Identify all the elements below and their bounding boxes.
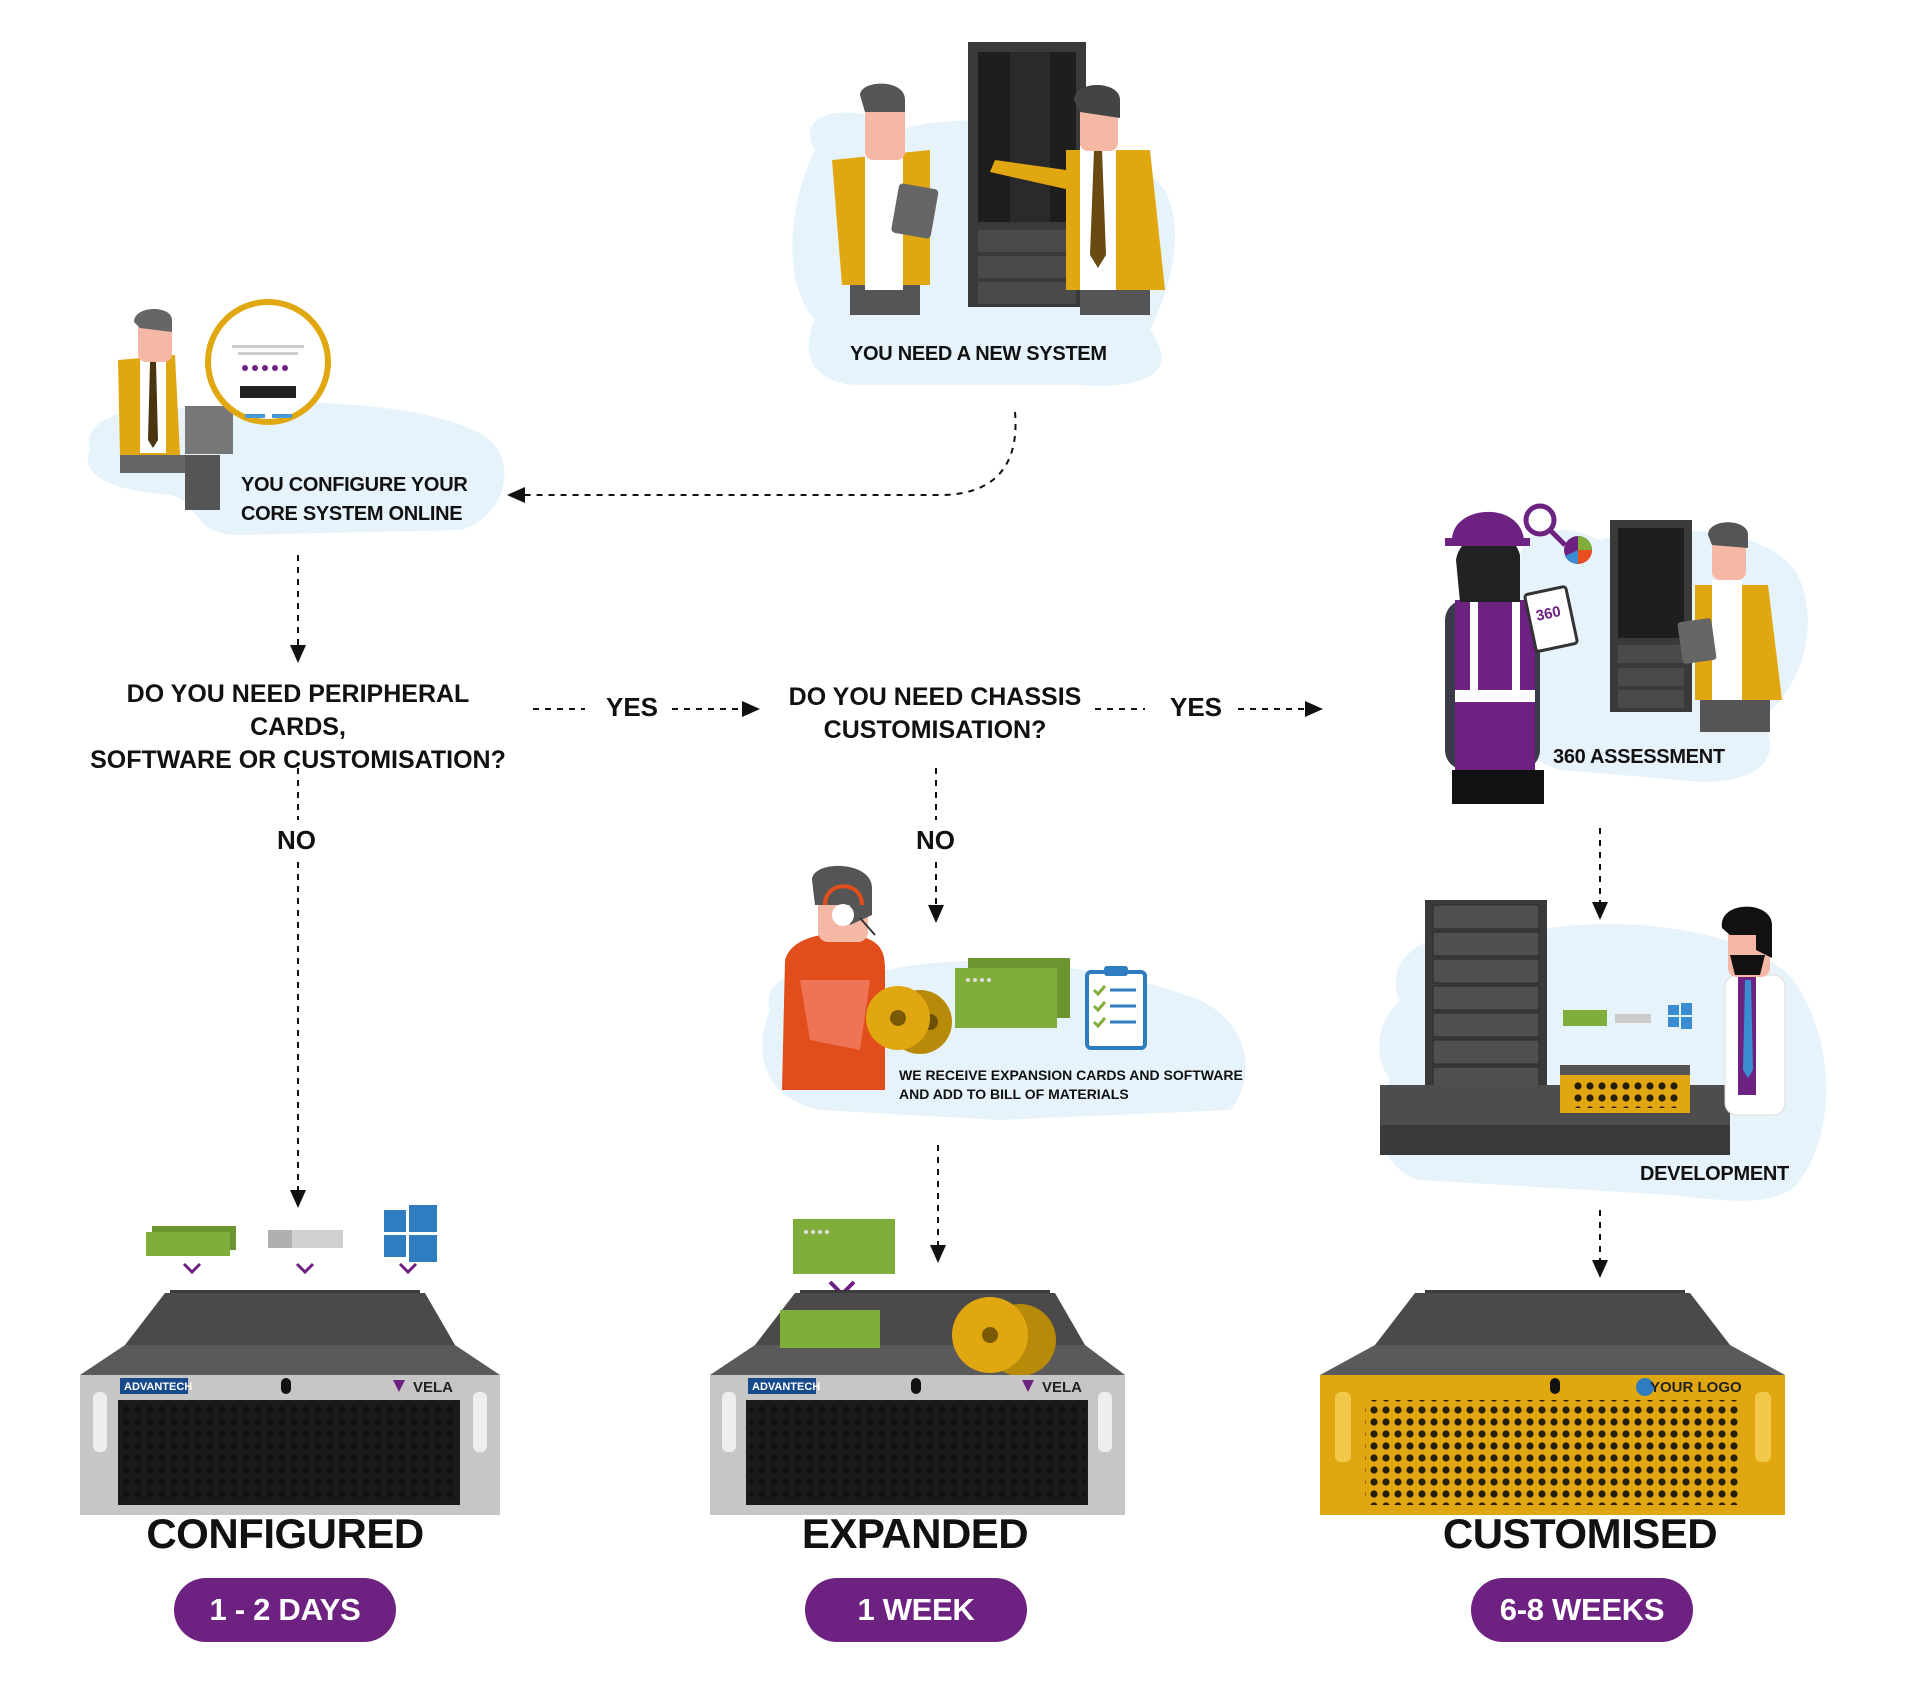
step-assessment: 360 ASSESSMENT: [1553, 746, 1725, 768]
step-receive-line1: WE RECEIVE EXPANSION CARDS AND SOFTWARE: [899, 1067, 1243, 1083]
outcome-expanded-time: 1 WEEK: [805, 1578, 1027, 1642]
question-chassis-line1: DO YOU NEED CHASSIS: [788, 683, 1082, 711]
outcome-customised-title: CUSTOMISED: [1442, 1510, 1718, 1557]
step-configure-line2: CORE SYSTEM ONLINE: [241, 503, 463, 525]
configured-chassis: ADVANTECH VELA: [80, 1290, 500, 1515]
product-logo: VELA: [1042, 1379, 1082, 1396]
custom-logo: YOUR LOGO: [1650, 1379, 1742, 1396]
step-configure-line1: YOU CONFIGURE YOUR: [241, 474, 468, 496]
chevron-down-icon: [182, 1262, 418, 1275]
vendor-logo: ADVANTECH: [124, 1381, 192, 1393]
customised-chassis: YOUR LOGO: [1320, 1290, 1785, 1515]
vendor-logo: ADVANTECH: [752, 1381, 820, 1393]
product-logo: VELA: [413, 1379, 453, 1396]
outcome-configured-title: CONFIGURED: [146, 1510, 424, 1557]
people-with-server-rack-illustration: [832, 42, 1165, 315]
windows-icon: [384, 1205, 437, 1262]
developer-illustration: [1380, 900, 1786, 1155]
answer-yes-2: YES: [1170, 692, 1223, 722]
step-development: DEVELOPMENT: [1640, 1163, 1789, 1185]
expanded-components: [793, 1219, 895, 1297]
question-chassis-line2: CUSTOMISATION?: [823, 716, 1047, 744]
outcome-expanded-title: EXPANDED: [801, 1510, 1029, 1557]
flow-connectors: [290, 411, 1608, 1278]
engineer-assessment-illustration: 360: [1445, 503, 1782, 804]
expansion-card-icon: [146, 1226, 236, 1256]
support-agent-illustration: [782, 865, 1147, 1090]
question-peripherals-line2: SOFTWARE OR CUSTOMISATION?: [90, 746, 506, 774]
cloud-backgrounds: [87, 112, 1827, 1201]
step-new-system: YOU NEED A NEW SYSTEM: [850, 343, 1107, 365]
configured-components: [146, 1205, 437, 1275]
question-peripherals-line1: DO YOU NEED PERIPHERAL CARDS,: [126, 680, 470, 741]
outcome-configured-time: 1 - 2 DAYS: [174, 1578, 396, 1642]
expanded-chassis: ADVANTECH VELA: [710, 1290, 1125, 1515]
clipboard-icon: [1085, 966, 1147, 1050]
step-receive-line2: AND ADD TO BILL OF MATERIALS: [899, 1086, 1129, 1102]
outcome-customised-time: 6-8 WEEKS: [1471, 1578, 1693, 1642]
question-peripherals: DO YOU NEED PERIPHERAL CARDS, SOFTWARE O…: [88, 678, 508, 777]
step-configure: YOU CONFIGURE YOUR CORE SYSTEM ONLINE: [241, 471, 468, 529]
user-at-laptop-illustration: [118, 299, 331, 510]
badge-360: 360: [1534, 603, 1562, 625]
answer-yes-1: YES: [606, 692, 659, 722]
question-chassis: DO YOU NEED CHASSIS CUSTOMISATION?: [775, 681, 1095, 747]
ssd-icon: [268, 1230, 343, 1248]
answer-no-2: NO: [916, 825, 955, 855]
answer-no-1: NO: [277, 825, 316, 855]
step-receive: WE RECEIVE EXPANSION CARDS AND SOFTWARE …: [899, 1066, 1243, 1104]
